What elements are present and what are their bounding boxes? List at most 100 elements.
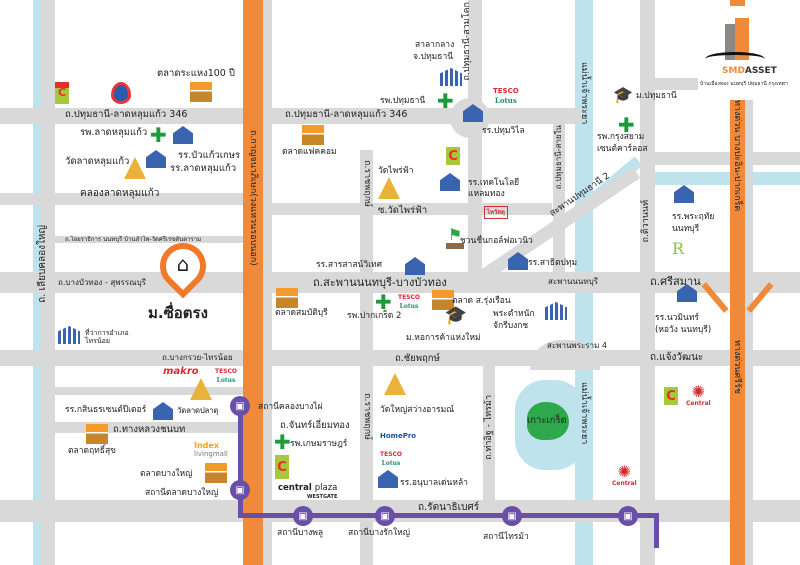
place-label: ตลาด ส.รุ่งเรือน [452, 296, 511, 306]
hospital-icon: ✚ [150, 123, 167, 147]
road-label: ถ.รัตนาธิเบศร์ [418, 502, 480, 513]
school-icon [463, 104, 483, 122]
robinson-logo-icon: R [672, 239, 685, 258]
train-station-icon[interactable]: ▣ [618, 506, 638, 526]
place-label: ม.ปทุมธานี [636, 91, 677, 101]
road-bangkruai [0, 350, 243, 366]
school-icon [173, 126, 193, 144]
place-label: วัดไพร่ฟ้า [378, 166, 414, 176]
place-label: แหลมทอง [468, 189, 505, 199]
road-label: ถ.ท่าอิฐ - ไทรม้า [484, 395, 494, 460]
road-label: ถ.กาญจนาภิเษก(วงแหวนรอบนอก) [248, 130, 258, 266]
place-label: (หอวัง นนทบุรี) [655, 325, 712, 335]
place-label: รร.นวมินทร์ [655, 313, 699, 323]
road-label: ถ.ปทุมธานี-ลาดหลุมแก้ว 346 [285, 109, 408, 120]
place-label: รพ.ลาดหลุมแก้ว [80, 127, 148, 138]
lotus-text: Lotus [399, 303, 419, 310]
train-station-icon[interactable]: ▣ [502, 506, 522, 526]
road-label: ถ.ปทุมธานี-สายใน [554, 125, 563, 190]
school-icon [153, 402, 173, 420]
place-label: ตลาดแฟคคอม [282, 147, 337, 157]
road-tiwanon [640, 0, 655, 565]
golf-flag-icon: ⚑ [446, 225, 464, 249]
central-star-icon: ✺ [617, 462, 632, 481]
bigc-logo-text: C [57, 86, 67, 99]
central-star-icon: ✺ [691, 382, 706, 401]
station-label: สถานีบางรักใหญ่ [348, 528, 410, 538]
train-station-icon[interactable]: ▣ [230, 480, 250, 500]
road-label: ถ.ทางหลวงชนบท [113, 424, 186, 435]
road-label: ถ.ชัยพฤกษ์ [395, 353, 440, 364]
road-expressway-frontage [745, 100, 753, 565]
graduation-cap-icon: 🎓 [444, 304, 468, 326]
place-label: วัดลาดหลุมแก้ว [65, 156, 130, 167]
station-label: สถานีไทรม้า [483, 532, 529, 542]
place-label: ตลาดบางใหญ่ [140, 469, 193, 479]
market-icon [190, 82, 212, 102]
road-label: ถ.สะพานนนทบุรี-บางบัวทอง [313, 276, 447, 289]
road-label: คลองลาดหลุมแก้ว [80, 188, 160, 199]
logo-arc [705, 52, 765, 66]
lotus-text: Lotus [216, 377, 236, 384]
road-label: ถ.แจ้งวัฒนะ [650, 352, 704, 363]
road-rural-highway [55, 422, 243, 433]
central-text: Central [686, 400, 711, 407]
place-label: จักรีบงกช [493, 321, 529, 331]
place-label: รร.ลาดหลุมแก้ว [170, 163, 237, 174]
hospital-icon: ✚ [437, 89, 454, 113]
place-label: ที่ว่าการอำเภอ [85, 329, 129, 337]
station-label: สถานีบางพลู [277, 528, 324, 538]
place-label: จ.ปทุมธานี [413, 52, 454, 62]
hospital-icon: ✚ [274, 430, 291, 454]
road-label: ถ.ปทุมธานี-สามโคก [462, 2, 472, 81]
livingmall-text: livingmall [194, 450, 228, 458]
index-text: Index [194, 441, 219, 450]
graduation-cap-icon: 🎓 [613, 84, 633, 104]
place-label: สาลากลาง [415, 40, 455, 50]
place-label: ม.หอการค้าแห่งใหม่ [406, 333, 481, 343]
makro-logo: makro [163, 366, 199, 377]
mini-bigc-logo: C [55, 82, 69, 104]
station-label: สถานีคลองบางไผ่ [258, 402, 323, 412]
building-orange [735, 18, 749, 60]
road-label: ถ.จันทร์เอี่ยมทอง [280, 420, 350, 431]
temple-icon [378, 177, 400, 199]
purple-line-horizontal [238, 513, 658, 518]
tesco-text: TESCO [380, 451, 403, 458]
government-icon [440, 68, 462, 86]
central-text: central [278, 483, 312, 493]
koh-kret-island [527, 402, 569, 440]
road-label: ถ.ปทุมธานี-ลาดหลุมแก้ว 346 [65, 109, 188, 120]
place-label: วัดใหญ่สว่างอารมณ์ [380, 405, 455, 415]
house-icon: ⌂ [176, 252, 190, 276]
road-minor [55, 387, 243, 395]
place-label: รพ.เกษมราษฎร์ [290, 439, 348, 449]
thaiwatsadu-logo: ไทวัสดุ [484, 206, 508, 219]
brand-name-b: ASSET [744, 66, 777, 76]
road-label: สะพานพระราม 4 [547, 341, 607, 350]
train-station-icon[interactable]: ▣ [230, 396, 250, 416]
market-icon [276, 288, 298, 308]
tesco-lotus-logo: TESCO Lotus [380, 450, 402, 468]
place-label: รร.สาธิตปทุม [528, 258, 578, 268]
road-label: ถ.ศรีสมาน [650, 275, 701, 288]
road-tha-it [483, 366, 495, 500]
brand-name: SMDASSET [722, 66, 777, 77]
ptt-station-icon [111, 82, 131, 104]
road-canal-ladlum [0, 193, 243, 205]
place-label: รร.เทคโนโลยี [468, 178, 520, 188]
road-label: ถ.ไอยราธิการ นนทบุรี บ้านลำไพ-วัดศรีเรขต… [65, 236, 202, 243]
train-station-icon[interactable]: ▣ [375, 506, 395, 526]
market-icon [205, 463, 227, 483]
place-label: รร.อนุบาลเด่นหล้า [400, 478, 468, 488]
train-station-icon[interactable]: ▣ [293, 506, 313, 526]
lotus-text: Lotus [494, 96, 517, 105]
place-label: รพ.ปทุมธานี [380, 96, 426, 106]
lotus-text: Lotus [381, 460, 401, 467]
plaza-text: plaza [314, 483, 338, 493]
road-top-right [655, 78, 705, 90]
road-label: ถ.บางบัวทอง - สุพรรณบุรี [58, 278, 146, 287]
